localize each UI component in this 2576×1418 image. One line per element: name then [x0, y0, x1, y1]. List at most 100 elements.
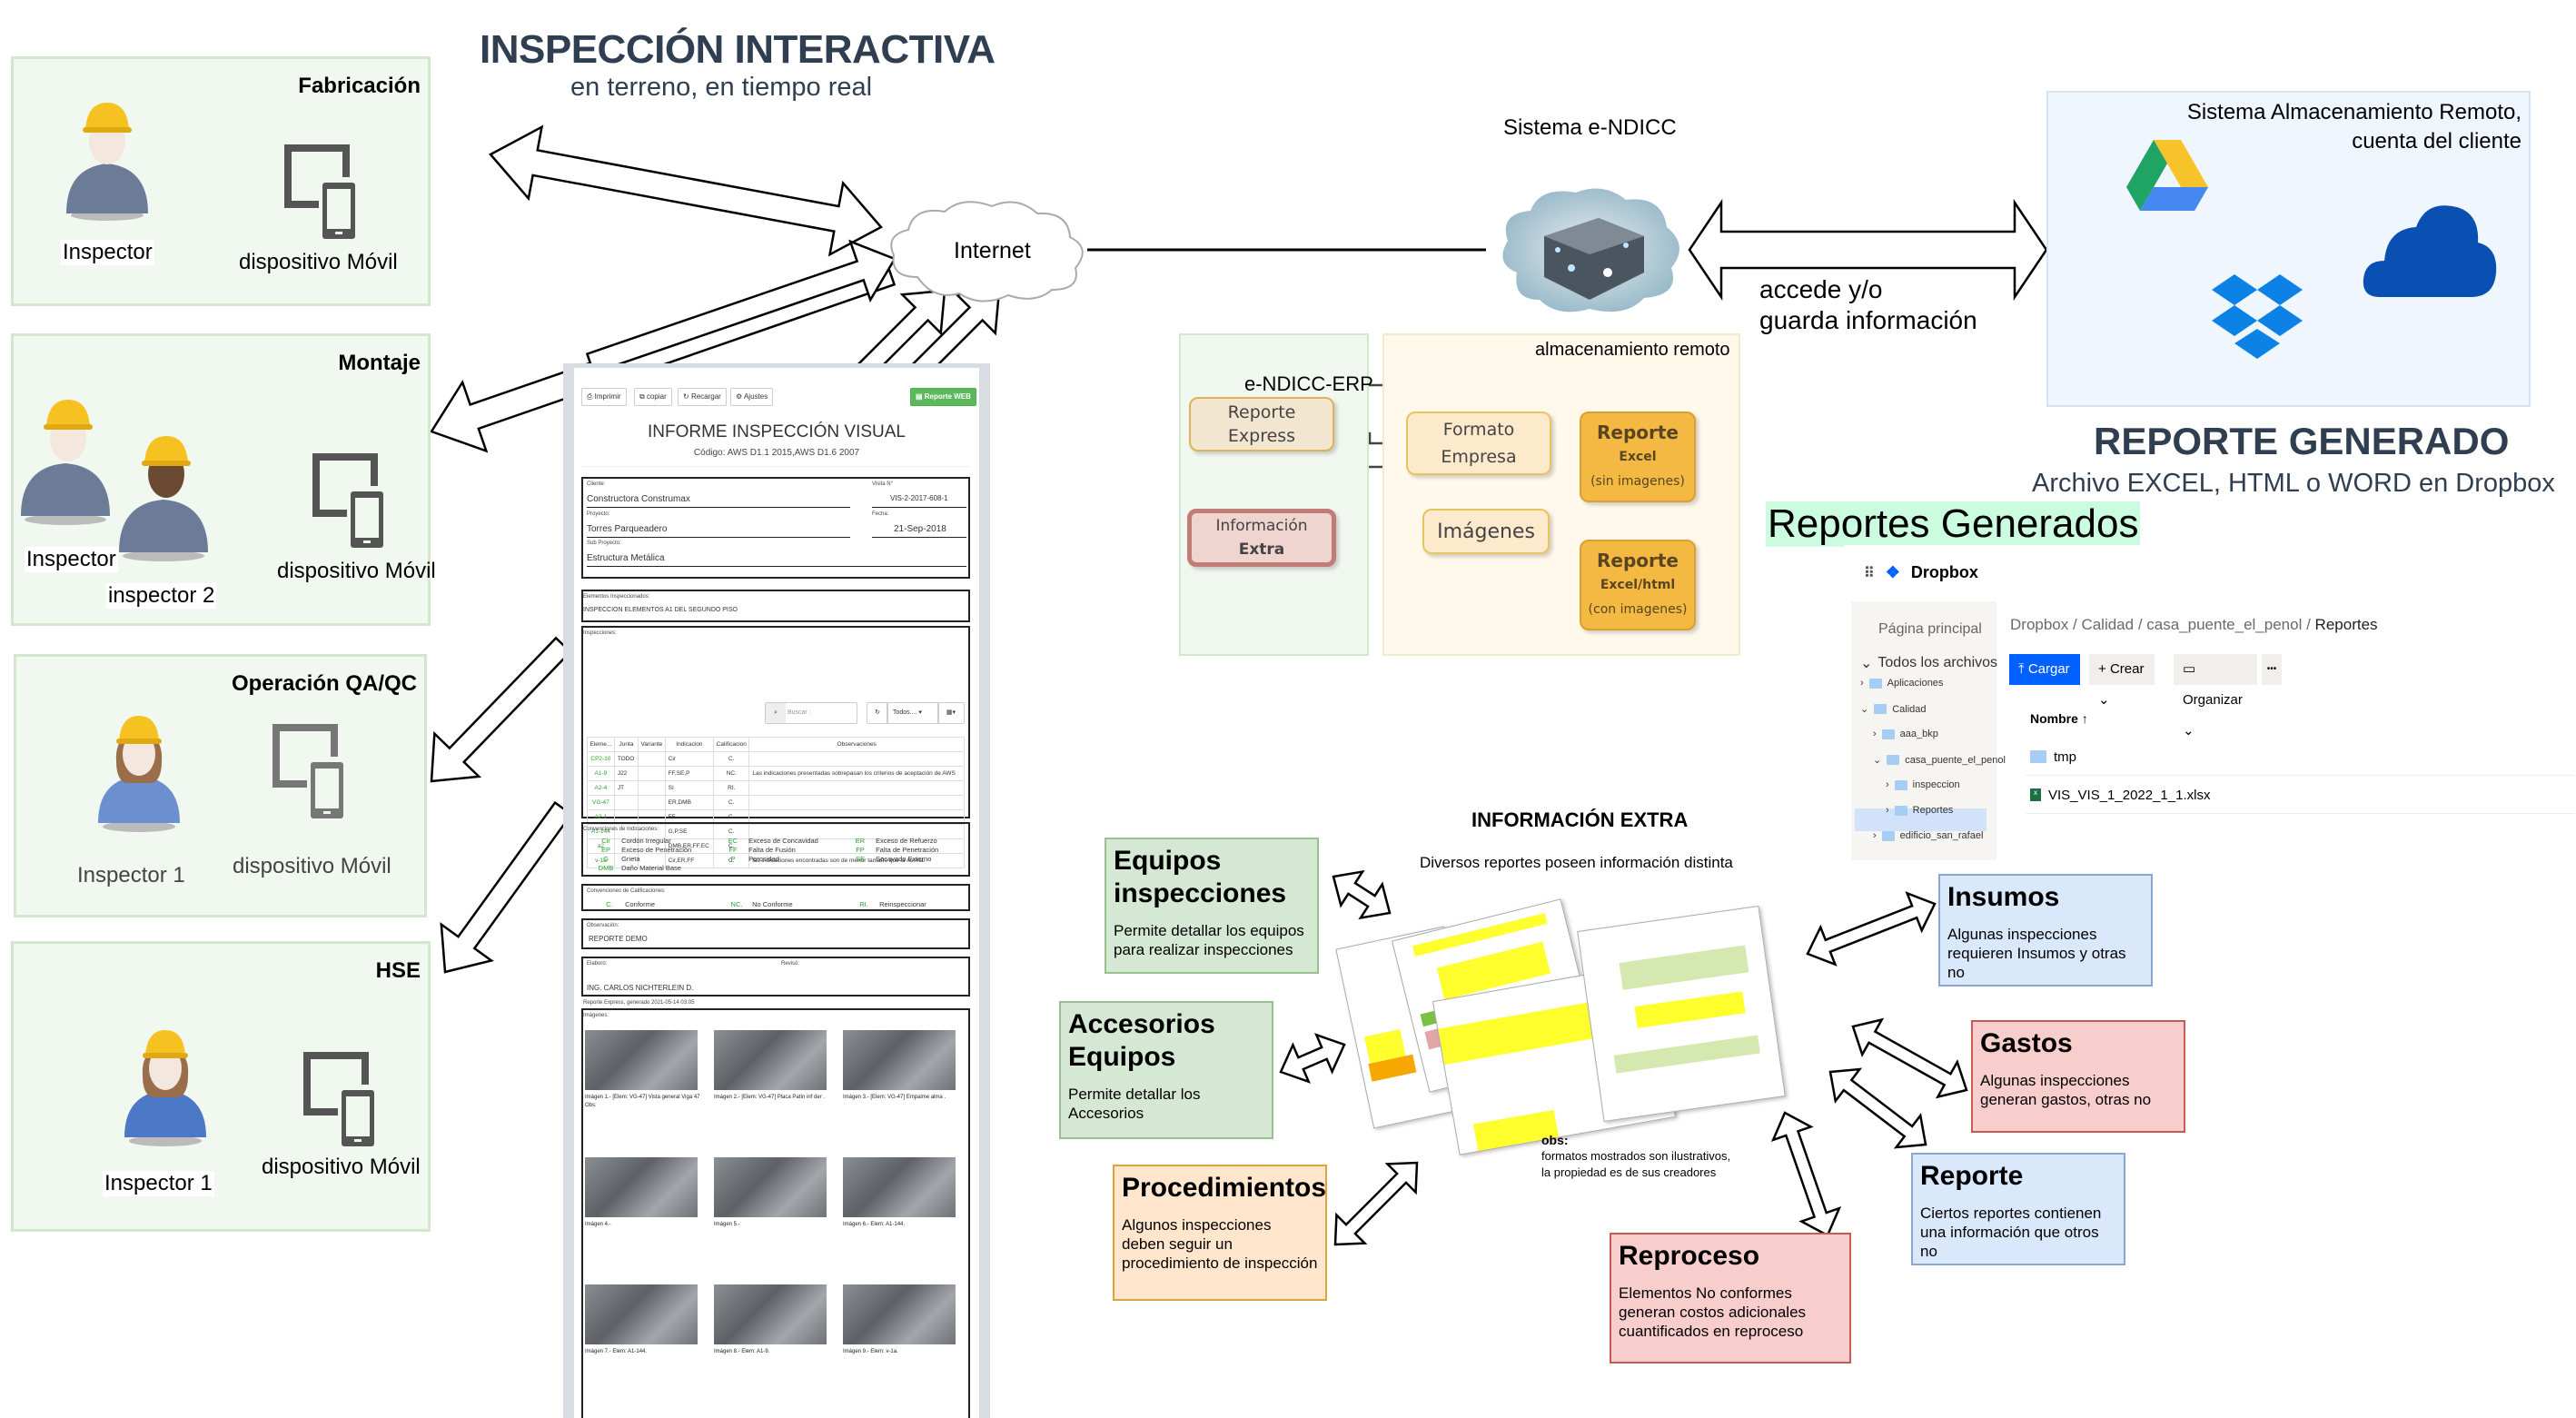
note-line: formatos mostrados son ilustrativos, [1541, 1149, 1731, 1163]
print-button[interactable]: ⎙ Imprimir [581, 388, 627, 406]
home-link[interactable]: Página principal [1878, 621, 1982, 637]
column-header[interactable]: Junta [613, 737, 639, 752]
column-header[interactable]: Variante [638, 737, 666, 752]
inspector-avatar-icon [66, 103, 148, 221]
dropbox-icon[interactable] [2212, 274, 2303, 374]
file-row[interactable]: tmp [2026, 739, 2575, 776]
arrow-to-hse [440, 800, 573, 974]
organize-button[interactable]: ▭ Organizar ⌄ [2174, 654, 2257, 739]
chevron-icon: › [1860, 678, 1864, 689]
legend-code: ER [855, 837, 866, 845]
legend-code: Cir [601, 837, 610, 845]
images-node[interactable]: Imágenes [1422, 509, 1550, 554]
inspection-photo[interactable] [843, 1030, 956, 1090]
upload-button[interactable]: ⤒ Cargar ⌄ [2009, 654, 2080, 708]
page-subtitle: en terreno, en tiempo real [570, 73, 873, 102]
column-header[interactable]: Observaciones [748, 737, 965, 752]
folder-tree-item[interactable]: ⌄casa_puente_el_penol [1873, 754, 2006, 767]
breadcrumb-current: Reportes [2314, 616, 2378, 633]
node-line: Empresa [1441, 447, 1517, 467]
observation-box: Observación: REPORTE DEMO [581, 918, 970, 949]
inspection-photo[interactable] [714, 1284, 827, 1344]
legend-code: FF [728, 846, 738, 854]
search-input[interactable]: ⌕ Buscar : [765, 702, 857, 724]
node-line: (con imagenes) [1588, 601, 1688, 617]
legend-code: C. [606, 900, 613, 908]
arrow-doc-to-internet [585, 239, 897, 374]
onedrive-icon[interactable] [2362, 202, 2498, 302]
box-text: Algunas inspecciones requieren Insumos y… [1947, 926, 2126, 981]
google-drive-icon[interactable] [2126, 140, 2208, 213]
column-header[interactable]: Eleme... [587, 737, 615, 752]
project-value: Torres Parqueadero [587, 524, 668, 534]
chevron-icon: › [1886, 779, 1889, 790]
inspection-photo[interactable] [585, 1157, 698, 1217]
folder-tree-item[interactable]: ›Reportes [1886, 805, 1953, 816]
app-grid-icon[interactable]: ⠿ [1864, 565, 1875, 581]
folder-tree-item[interactable]: ›Aplicaciones [1860, 678, 1943, 689]
settings-button[interactable]: ⚙ Ajustes [730, 388, 774, 406]
table-cell [613, 795, 639, 810]
copy-label: copiar [646, 392, 667, 401]
name-column-header[interactable]: Nombre ↑ [2030, 711, 2088, 726]
all-files-link[interactable]: ⌄Todos los archivos [1860, 654, 1997, 672]
inspection-photo[interactable] [585, 1284, 698, 1344]
reload-label: Recargar [690, 392, 721, 401]
filter-dropdown[interactable]: Todos.... ▾ [887, 702, 939, 724]
internet-cloud-icon[interactable] [881, 195, 1108, 304]
refresh-button[interactable]: ↻ [867, 702, 888, 724]
legend-item: ER Exceso de Refuerzo [847, 837, 937, 845]
column-header[interactable]: Indicacion [664, 737, 715, 752]
web-report-button[interactable]: ▤ Reporte WEB [910, 388, 976, 406]
table-cell: Las indicaciones presentadas sobrepasan … [748, 766, 965, 781]
inspection-photo[interactable] [585, 1030, 698, 1090]
reload-button[interactable]: ↻ Recargar [678, 388, 727, 406]
table-cell: C. [713, 853, 750, 868]
table-cell: las indicaciones encontradas son de meno… [748, 853, 965, 868]
copy-button[interactable]: ⧉ copiar [634, 388, 672, 406]
breadcrumb-item[interactable]: casa_puente_el_penol [2146, 616, 2303, 633]
column-header[interactable]: Calificacion [713, 737, 750, 752]
breadcrumb-item[interactable]: Calidad [2081, 616, 2135, 633]
folder-tree-item[interactable]: ›edificio_san_rafael [1873, 830, 1983, 841]
create-button[interactable]: + Crear ⌄ [2089, 654, 2155, 708]
folder-tree-item[interactable]: ›aaa_bkp [1873, 729, 1938, 739]
node-line: Reporte [1227, 402, 1296, 422]
more-button[interactable]: ••• [2262, 654, 2282, 685]
folder-tree-item[interactable]: ›inspeccion [1886, 779, 1960, 790]
inspection-photo[interactable] [843, 1284, 956, 1344]
inspection-photo[interactable] [714, 1157, 827, 1217]
columns-toggle[interactable]: ▦▾ [937, 702, 965, 724]
legend-item: C. Conforme [596, 900, 655, 908]
breadcrumb-item[interactable]: Dropbox [2010, 616, 2069, 633]
inspection-photo[interactable] [714, 1030, 827, 1090]
legend-item: RI. Reinspeccionar [850, 900, 926, 908]
inspection-photo[interactable] [843, 1157, 956, 1217]
folder-tree-item[interactable]: ⌄Calidad [1860, 703, 1927, 716]
selected-folder-highlight [1855, 808, 1986, 831]
legend-item: SE Socavado Externo [847, 855, 931, 863]
remote-storage-label: almacenamiento remoto [1535, 340, 1730, 360]
folder-name: Calidad [1892, 703, 1927, 715]
table-cell: A1-9 [587, 766, 615, 781]
plus-icon: + [2098, 661, 2106, 677]
